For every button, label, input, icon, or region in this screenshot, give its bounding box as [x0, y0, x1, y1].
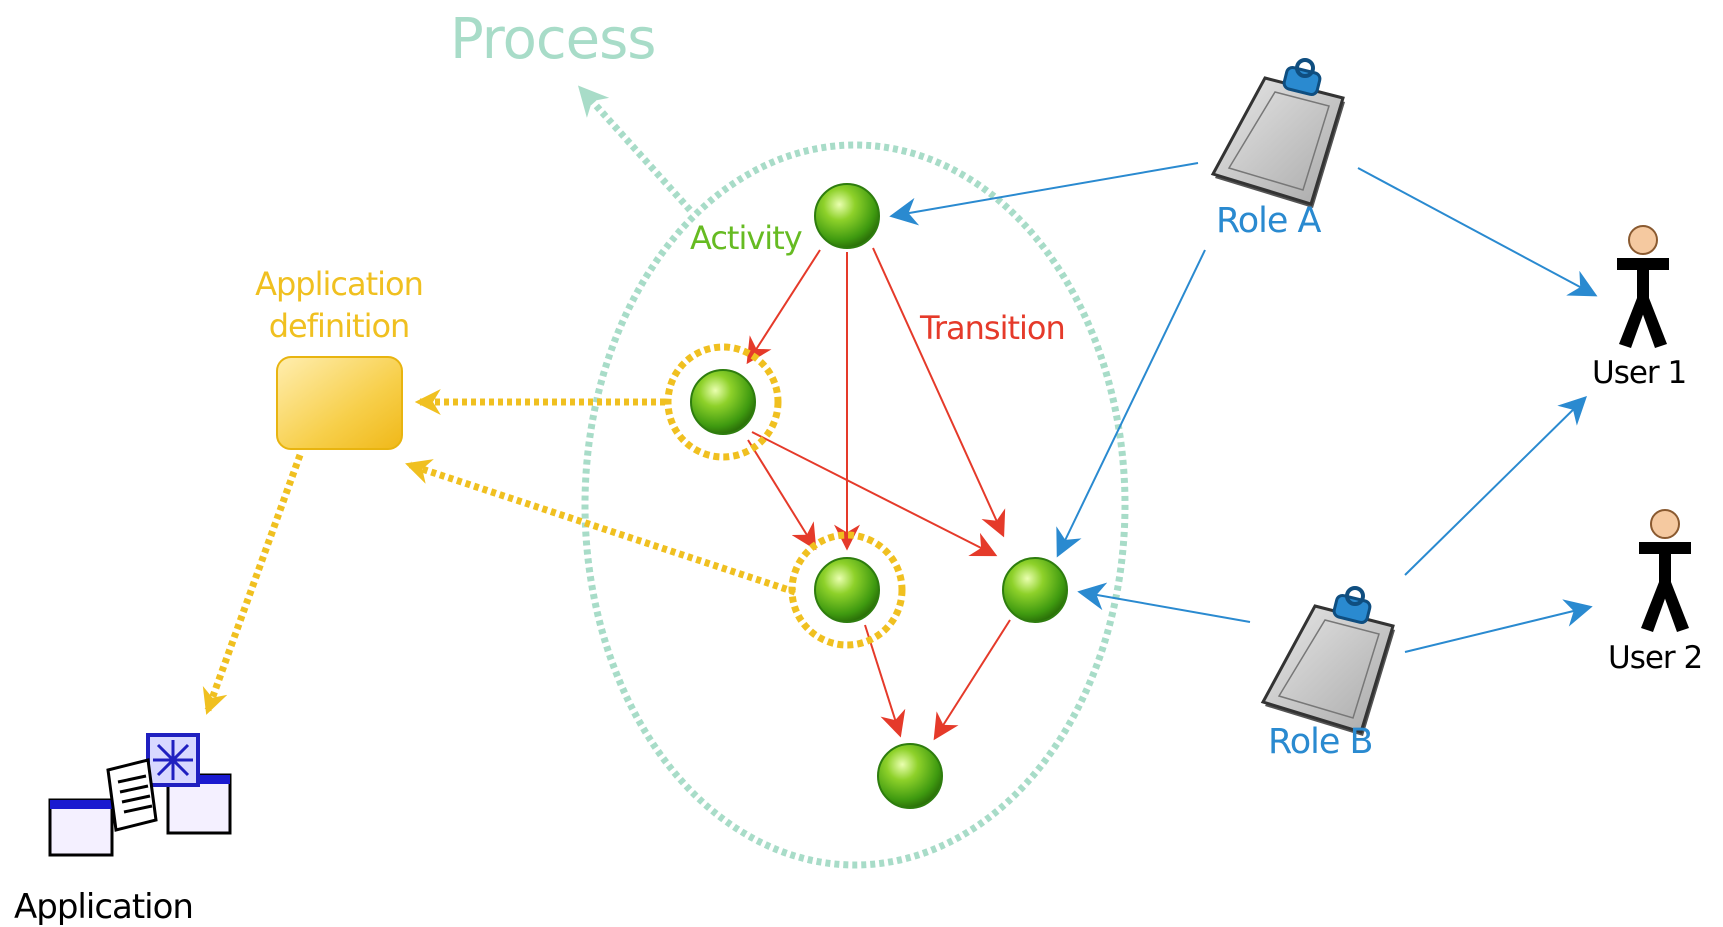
role-a-label: Role A [1216, 201, 1321, 241]
user-1-label: User 1 [1592, 355, 1687, 391]
clipboard-icon [1260, 586, 1395, 736]
appdef-to-application [202, 453, 304, 715]
process-arrow [577, 85, 693, 213]
transition-label: Transition [920, 309, 1066, 347]
roleb-to-user1 [1404, 396, 1587, 576]
process-boundary [581, 141, 1129, 869]
transition-a1-a2 [746, 249, 821, 365]
clipboard-icon [1210, 58, 1345, 208]
activity-label: Activity [690, 219, 803, 257]
activity-node-4 [1002, 557, 1068, 623]
application-definition-label: Application definition [255, 265, 424, 345]
transition-a4-a5 [933, 619, 1011, 741]
activity-node-2 [664, 343, 782, 461]
user-2-label: User 2 [1608, 640, 1703, 676]
rolea-to-activity4 [1056, 249, 1206, 558]
activity-node-3 [788, 531, 906, 649]
application-windows-icon [48, 733, 232, 857]
stick-figure-icon [1617, 225, 1669, 348]
application-definition-box [276, 356, 403, 450]
appdef-link-2 [405, 459, 797, 596]
transition-a1-a4 [872, 247, 1006, 538]
rolea-to-activity1 [889, 162, 1199, 226]
role-b-label: Role B [1268, 722, 1374, 762]
activity-node-5 [877, 743, 943, 809]
activity-node-1 [814, 183, 880, 249]
application-label: Application [14, 887, 194, 927]
stick-figure-icon [1639, 509, 1691, 632]
rolea-to-user1 [1357, 167, 1598, 297]
transition-a2-a3 [747, 439, 817, 551]
roleb-to-user2 [1404, 599, 1593, 653]
roleb-to-activity4 [1077, 582, 1251, 623]
process-label: Process [450, 7, 656, 72]
transition-a2-a4 [751, 431, 998, 557]
